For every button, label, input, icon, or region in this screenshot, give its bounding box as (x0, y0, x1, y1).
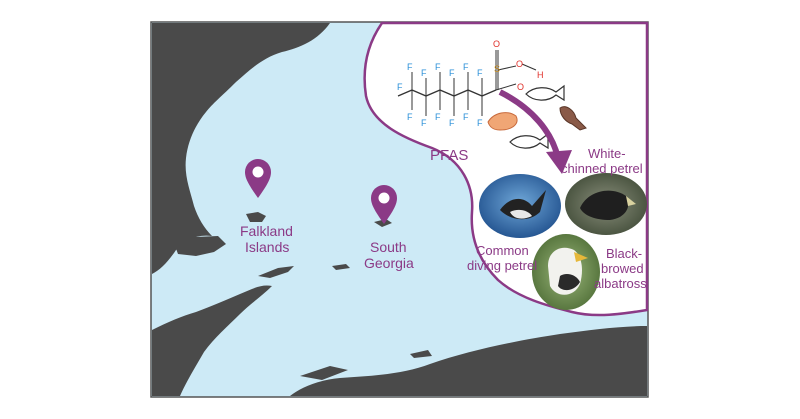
fluorine-atom: F (449, 118, 455, 128)
location-label-falklands: Islands (245, 239, 289, 255)
location-pin-icon (371, 185, 397, 224)
common-diving-petrel-photo (479, 174, 561, 238)
pfas-label: PFAS (430, 147, 468, 164)
white-chinned-petrel-photo (565, 173, 647, 235)
pfas-molecule: F F F F F F F F F F F F F S O O O H (397, 39, 544, 128)
krill-icon (487, 112, 518, 131)
fluorine-atom: F (421, 68, 427, 78)
fish-icon (509, 132, 549, 150)
bird-label-common-diving-petrel: diving petrel (467, 258, 537, 273)
location-label-south-georgia: South (370, 239, 407, 255)
land-small-island (410, 350, 432, 358)
fluorine-atom: F (397, 82, 403, 92)
sulfur-atom: S (494, 64, 500, 74)
bird-label-black-browed-albatross: Black- (606, 246, 642, 261)
land-tierra-del-fuego (172, 236, 226, 256)
hydrogen-atom: H (537, 70, 544, 80)
oxygen-atom: O (493, 39, 500, 49)
location-label-falklands: Falkland (240, 223, 293, 239)
land-south-georgia (374, 219, 392, 227)
bird-label-white-chinned-petrel: chinned petrel (561, 161, 643, 176)
fluorine-atom: F (435, 112, 441, 122)
location-label-south-georgia: Georgia (364, 255, 414, 271)
oxygen-atom: O (517, 82, 524, 92)
fluorine-atom: F (407, 112, 413, 122)
fluorine-atom: F (477, 118, 483, 128)
fluorine-atom: F (407, 62, 413, 72)
land-south-orkneys (332, 264, 350, 270)
land-falklands (246, 212, 266, 222)
black-browed-albatross-photo (532, 234, 600, 310)
land-antarctica (290, 326, 647, 396)
land-south-shetlands (258, 266, 294, 278)
land-antarctic-peninsula (152, 285, 272, 396)
arrow-head-icon (546, 150, 572, 174)
land-south-america (152, 23, 330, 274)
squid-icon (559, 106, 587, 131)
bird-label-black-browed-albatross: browed (601, 261, 644, 276)
fluorine-atom: F (449, 68, 455, 78)
location-pin-icon (245, 159, 271, 198)
land-ice-shelf (300, 366, 348, 380)
bird-label-black-browed-albatross: albatross (594, 276, 647, 291)
fluorine-atom: F (477, 68, 483, 78)
fluorine-atom: F (421, 118, 427, 128)
fluorine-atom: F (463, 62, 469, 72)
oxygen-atom: O (516, 59, 523, 69)
fish-icon (525, 84, 565, 102)
bird-label-common-diving-petrel: Common (476, 243, 529, 258)
arrow-icon (498, 89, 561, 159)
bird-label-white-chinned-petrel: White- (588, 146, 626, 161)
fluorine-atom: F (463, 112, 469, 122)
fluorine-atom: F (435, 62, 441, 72)
